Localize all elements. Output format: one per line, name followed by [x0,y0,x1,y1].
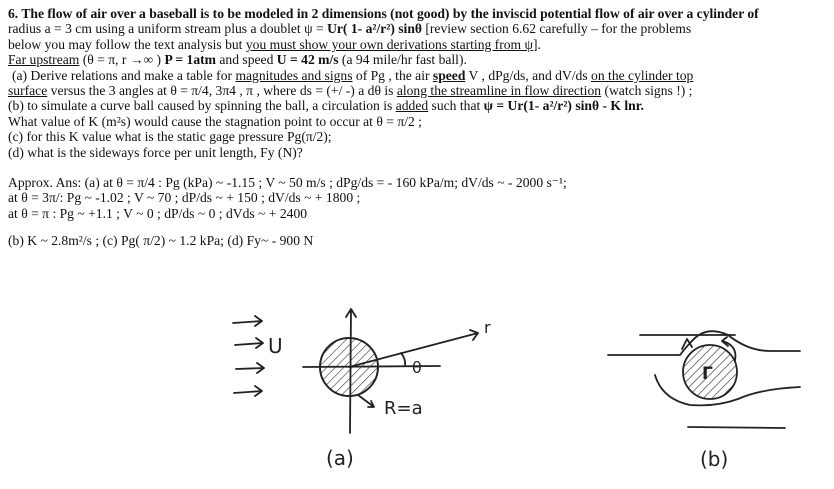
text: (a 94 mile/hr fast ball). [338,52,467,68]
stream-arrow-3 [235,362,265,374]
streamline-bottom [687,426,786,429]
figure-b: Γ [607,330,801,429]
problem-line-7: (b) to simulate a curve ball caused by s… [8,98,828,113]
theta-label: θ [412,358,422,377]
stream-function-circulation: ψ = Ur(1- a²/r²) sinθ - K lnr. [483,98,644,114]
text: below you may follow the text analysis b… [8,36,246,52]
problem-line-6: surface versus the 3 angles at θ = π/4, … [8,83,828,98]
problem-line-1: 6. The flow of air over a baseball is to… [8,6,828,21]
problem-line-8: What value of K (m²s) would cause the st… [8,113,422,129]
cylinder-outline [319,337,379,397]
pressure-value: P = 1atm [164,52,216,68]
problem-text: 6. The flow of air over a baseball is to… [8,6,828,249]
text: such that [428,98,484,114]
stream-arrow-4 [233,385,263,397]
upper-arrow [681,338,693,350]
underlined-text: along the streamline in flow direction [396,83,602,99]
radius-leader [357,394,375,408]
stream-arrow-1 [232,315,263,327]
spinning-cylinder [682,344,738,400]
underlined-text: on the cylinder top [591,67,694,83]
underlined-text: surface [8,83,48,99]
caption-a: (a) [326,446,354,470]
problem-line-9: (c) for this K value what is the static … [8,129,332,145]
text: (θ = π, r →∞ ) [79,52,165,68]
underlined-text: speed [432,67,466,83]
spin-arrow [721,336,737,362]
text: and speed [216,52,277,68]
underlined-text: added [395,98,429,114]
text: versus the 3 angles at θ = π/4, 3π4 , π … [47,83,397,99]
answer-line-3: at θ = π : Pg ~ +1.1 ; V ~ 0 ; dP/ds ~ 0… [8,205,308,221]
stream-function: Ur( 1- a²/r²) sinθ [327,21,422,37]
figure: U r θ R=a (a) Γ (b) [0,295,834,489]
answer-line-b: (b) K ~ 2.8m²/s ; (c) Pg( π/2) ~ 1.2 kPa… [8,233,314,249]
caption-b: (b) [700,447,728,471]
text: radius a = 3 cm using a uniform stream p… [8,21,328,37]
r-label: r [484,318,491,337]
u-label: U [268,334,283,358]
underlined-text: magnitudes and signs [235,67,353,83]
gamma-label: Γ [702,364,713,384]
stream-arrow-2 [234,337,264,349]
theta-arc [400,352,407,367]
answer-line-2: at θ = 3π/: Pg ~ -1.02 ; V ~ 70 ; dP/ds … [8,190,361,206]
text: (b) to simulate a curve ball caused by s… [8,98,396,114]
problem-line-2: radius a = 3 cm using a uniform stream p… [8,21,828,36]
spacer [8,160,828,175]
text: (a) Derive relations and make a table fo… [12,67,236,83]
problem-line-5: (a) Derive relations and make a table fo… [8,68,828,83]
problem-line-3: below you may follow the text analysis b… [8,37,828,52]
answer-line-1: Approx. Ans: (a) at θ = π/4 : Pg (kPa) ~… [8,175,567,191]
ra-label: R=a [384,398,423,419]
text: V , dPg/ds, and dV/ds [465,67,592,83]
figure-drawing: U r θ R=a (a) Γ (b) [232,308,801,471]
text: ]. [533,36,541,52]
underlined-text: Far upstream [8,52,80,68]
stream-arrows [232,315,265,397]
r-vector [348,329,479,368]
problem-line-10: (d) what is the sideways force per unit … [8,144,303,160]
streamline-upper [607,330,801,356]
text: [review section 6.62 carefully – for the… [421,21,692,37]
problem-line-4: Far upstream (θ = π, r →∞ ) P = 1atm and… [8,52,828,67]
text: (watch signs !) ; [601,83,693,99]
problem-heading: 6. The flow of air over a baseball is to… [8,6,759,21]
underlined-text: you must show your own derivations start… [245,36,534,52]
streamline-lower [654,374,801,407]
text: of Pg , the air [352,67,433,83]
speed-value: U = 42 m/s [276,52,339,68]
spacer [8,221,828,233]
